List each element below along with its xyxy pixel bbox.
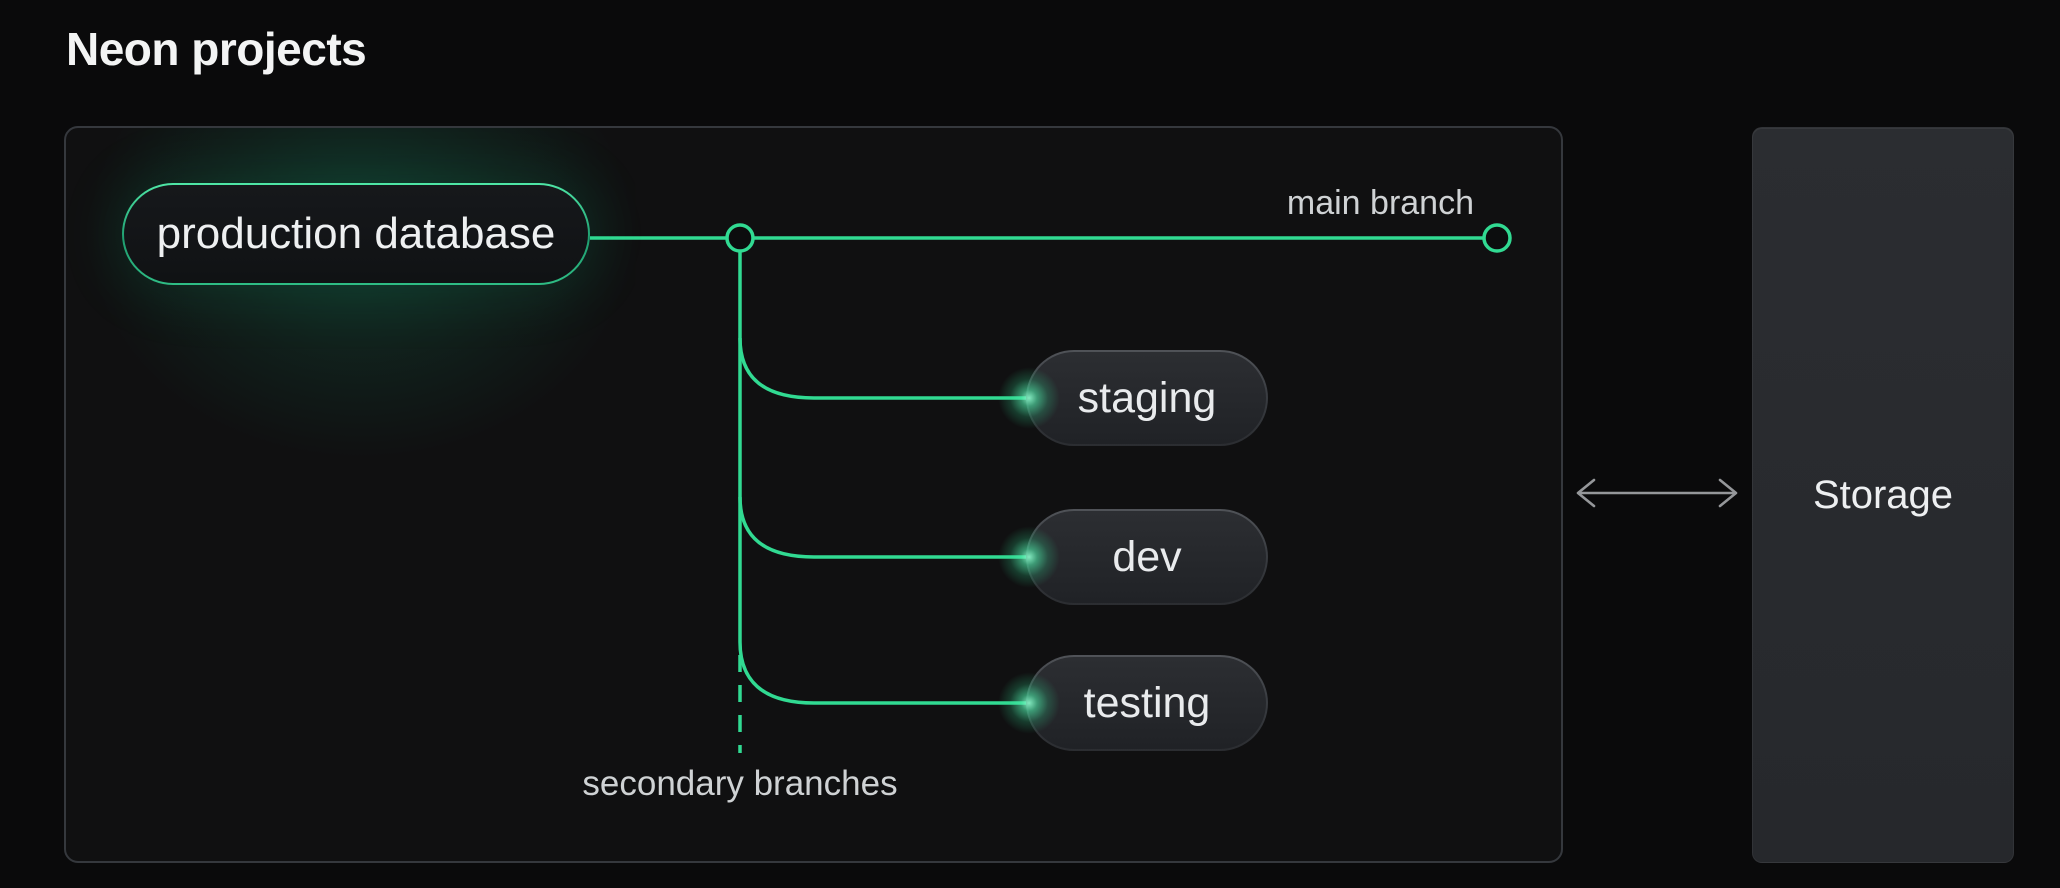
node-production-database: production database — [122, 183, 590, 285]
node-staging: staging — [1026, 350, 1268, 446]
node-dev: dev — [1026, 509, 1268, 605]
secondary-branches-label: secondary branches — [582, 764, 898, 803]
storage-label: Storage — [1812, 472, 1954, 517]
storage-box: Storage — [1752, 127, 2014, 863]
node-testing: testing — [1026, 655, 1268, 751]
node-dev-label: dev — [1112, 532, 1182, 581]
page-title: Neon projects — [66, 23, 367, 75]
root-node-glow — [76, 128, 646, 468]
node-staging-label: staging — [1077, 373, 1217, 422]
bidirectional-arrow-icon — [1576, 478, 1738, 508]
node-production-database-label: production database — [156, 209, 556, 258]
main-branch-label: main branch — [1286, 184, 1474, 222]
node-testing-label: testing — [1083, 678, 1211, 727]
